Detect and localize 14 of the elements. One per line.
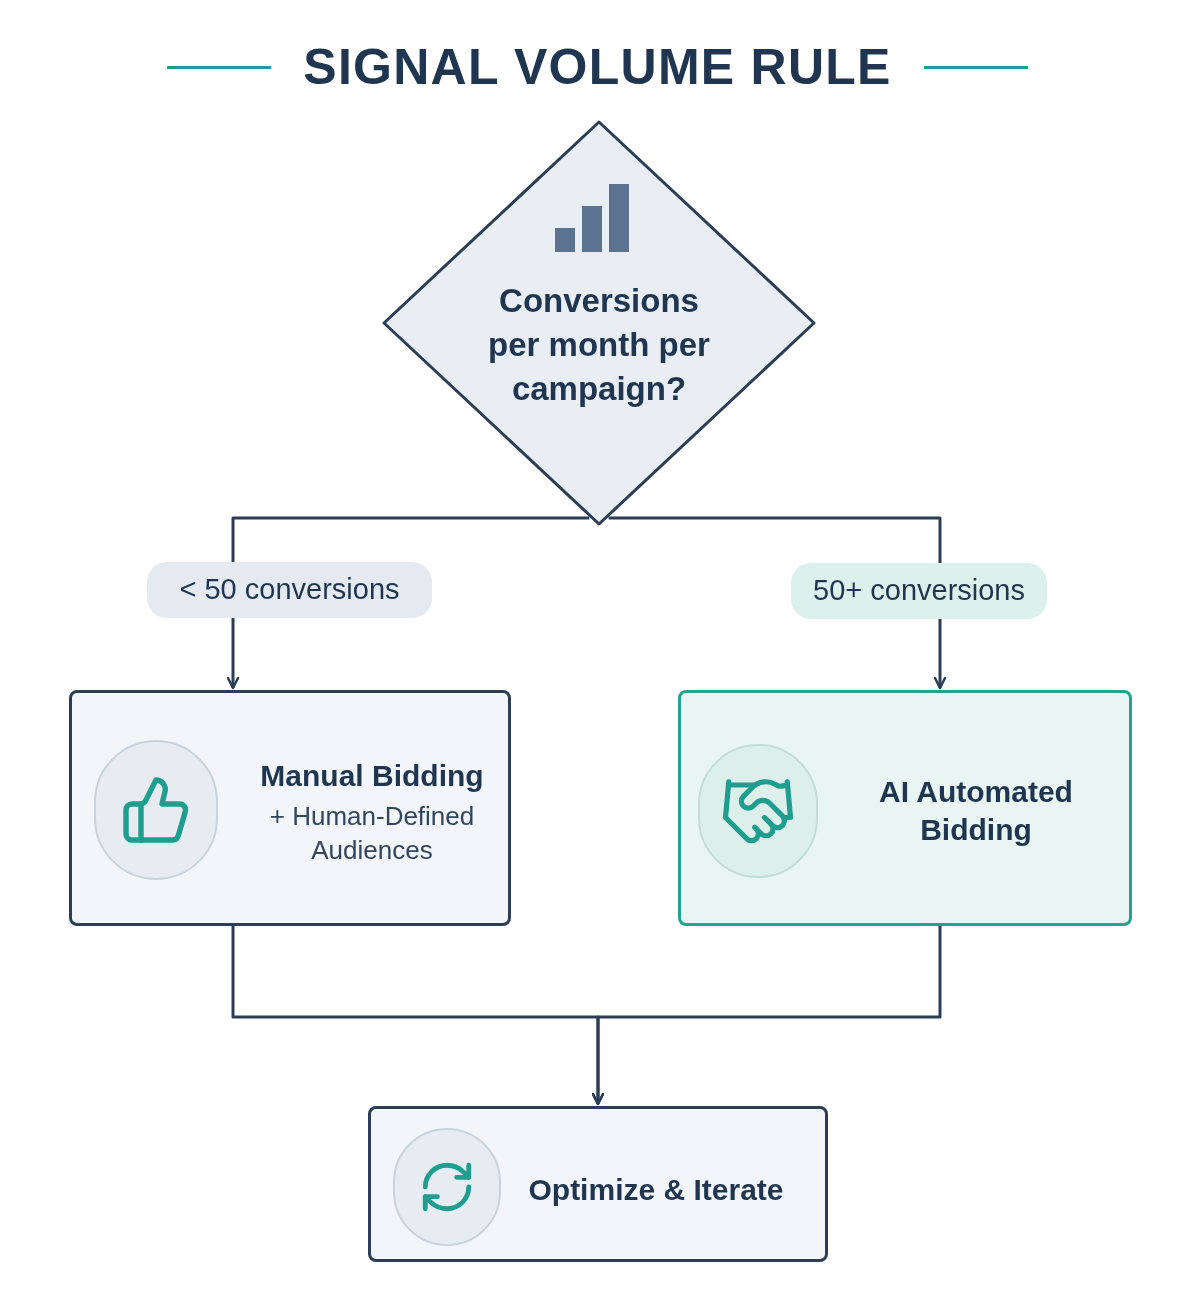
decision-text: Conversions per month per campaign?: [487, 281, 711, 409]
arrow: [591, 926, 942, 1106]
box-heading: Optimize & Iterate: [528, 1172, 784, 1208]
arrow: [226, 516, 590, 690]
edge-label: 50+ conversions: [791, 563, 1047, 619]
process-box: [69, 690, 511, 926]
edge-label: < 50 conversions: [147, 562, 432, 618]
box-heading: AI Automated Bidding: [878, 774, 1074, 848]
process-box: [368, 1106, 828, 1262]
title: SIGNAL VOLUME RULE: [303, 38, 892, 97]
arrow: [608, 516, 947, 690]
box-heading: Manual Bidding: [260, 758, 484, 794]
box-subtext: + Human-Defined Audiences: [268, 800, 476, 867]
process-box: [678, 690, 1132, 926]
